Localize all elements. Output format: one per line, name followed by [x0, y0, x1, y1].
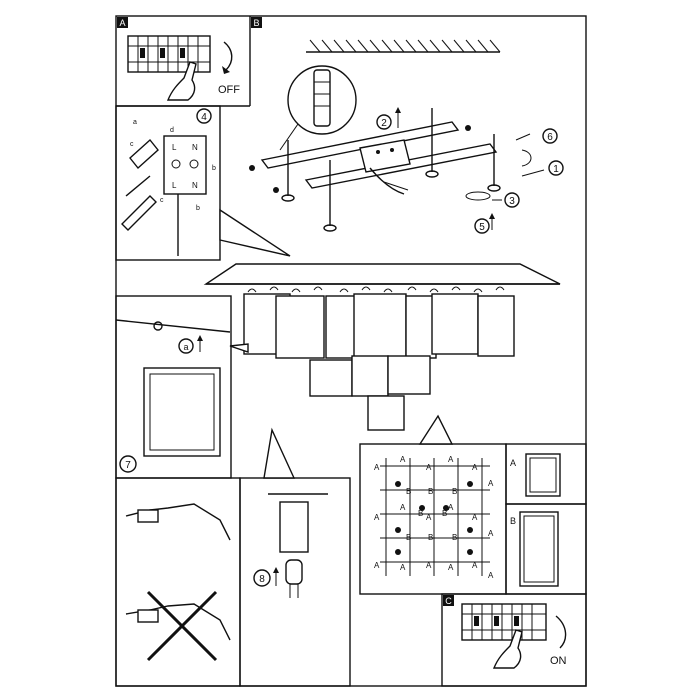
terminal-n-bottom: N: [192, 181, 198, 190]
svg-text:a: a: [133, 119, 137, 126]
svg-text:B: B: [510, 516, 516, 526]
svg-text:B: B: [442, 509, 447, 518]
dowel-icon: [287, 65, 357, 135]
svg-text:B: B: [406, 487, 411, 496]
step-2-marker: 2: [376, 107, 401, 130]
terminal-l-bottom: L: [172, 181, 177, 190]
step-7-label: 7: [125, 460, 131, 471]
hand-pointer-icon-on: [492, 629, 523, 669]
panel-c-label: C: [445, 596, 452, 606]
svg-text:A: A: [488, 529, 494, 538]
mounting-bracket: [260, 121, 498, 195]
step-8-label: 8: [259, 574, 265, 585]
rotate-arrow-icon: [223, 41, 233, 71]
svg-text:B: B: [428, 533, 433, 542]
svg-text:b: b: [212, 165, 216, 172]
svg-text:6: 6: [547, 132, 553, 143]
svg-text:c: c: [130, 141, 134, 148]
svg-text:B: B: [452, 533, 457, 542]
svg-text:B: B: [428, 487, 433, 496]
svg-text:A: A: [472, 513, 478, 522]
ceiling-hatch: [306, 39, 501, 53]
svg-text:A: A: [374, 513, 380, 522]
rotate-arrow-icon-on: [555, 615, 567, 649]
step-1-marker: 1: [521, 149, 564, 177]
legend-type-b: B: [510, 511, 559, 587]
screwdriver-icon: [121, 195, 157, 231]
svg-text:A: A: [374, 463, 380, 472]
svg-text:A: A: [400, 563, 406, 572]
svg-text:B: B: [406, 533, 411, 542]
callout-pointer-grid: [418, 414, 454, 445]
svg-text:b: b: [196, 205, 200, 212]
panel-layout-grid: A A A A A A A A A A A A A A A A A A B B …: [374, 455, 494, 580]
svg-text:B: B: [452, 487, 457, 496]
chandelier-illustration: [203, 263, 561, 431]
svg-text:A: A: [488, 571, 494, 580]
svg-text:A: A: [426, 463, 432, 472]
terminal-n-top: N: [192, 143, 198, 152]
svg-text:A: A: [448, 563, 454, 572]
svg-text:A: A: [488, 479, 494, 488]
step-a-label: a: [183, 342, 188, 352]
svg-text:3: 3: [509, 196, 515, 207]
svg-text:1: 1: [553, 164, 559, 175]
svg-text:A: A: [374, 561, 380, 570]
wiring-block: 4 L N L N a b c d c b: [125, 108, 216, 256]
hand-pointer-icon: [166, 61, 197, 101]
svg-text:5: 5: [479, 222, 485, 233]
svg-text:A: A: [472, 463, 478, 472]
legend-type-a: A: [510, 453, 561, 497]
step-6-marker: 6: [515, 128, 558, 144]
svg-text:2: 2: [381, 118, 387, 129]
screw-icon: [249, 108, 501, 232]
panel-letter-a: A: [117, 17, 128, 28]
bulb-icon: 8: [253, 493, 328, 598]
hand-bulb-ok: [125, 503, 231, 541]
terminal-l-top: L: [172, 143, 177, 152]
svg-text:A: A: [426, 561, 432, 570]
off-label: OFF: [218, 84, 240, 96]
step-7-panel: a 7: [115, 319, 231, 473]
svg-text:A: A: [400, 503, 406, 512]
on-label: ON: [550, 655, 567, 667]
panel-borders: [115, 15, 587, 687]
callout-pointer-bulb: [263, 427, 296, 479]
hand-bulb-wrong: [125, 603, 231, 641]
step-5-marker: 5: [474, 213, 495, 234]
svg-text:A: A: [510, 458, 516, 468]
svg-text:B: B: [418, 509, 423, 518]
svg-text:d: d: [170, 127, 174, 134]
svg-text:A: A: [426, 513, 432, 522]
cross-icon: [146, 590, 218, 662]
step-4-label: 4: [201, 112, 207, 123]
step-3-marker: 3: [465, 191, 520, 208]
svg-text:c: c: [160, 197, 164, 204]
circuit-breaker-icon-on: [461, 603, 547, 641]
callout-pointer: [219, 208, 291, 257]
svg-text:A: A: [472, 561, 478, 570]
panel-letter-c: C: [443, 595, 454, 606]
circuit-breaker-icon: [127, 35, 211, 73]
panel-b-label: B: [253, 18, 259, 28]
svg-text:A: A: [448, 455, 454, 464]
svg-text:A: A: [400, 455, 406, 464]
panel-a-label: A: [119, 18, 125, 28]
svg-text:A: A: [448, 503, 454, 512]
panel-letter-b: B: [251, 17, 262, 28]
